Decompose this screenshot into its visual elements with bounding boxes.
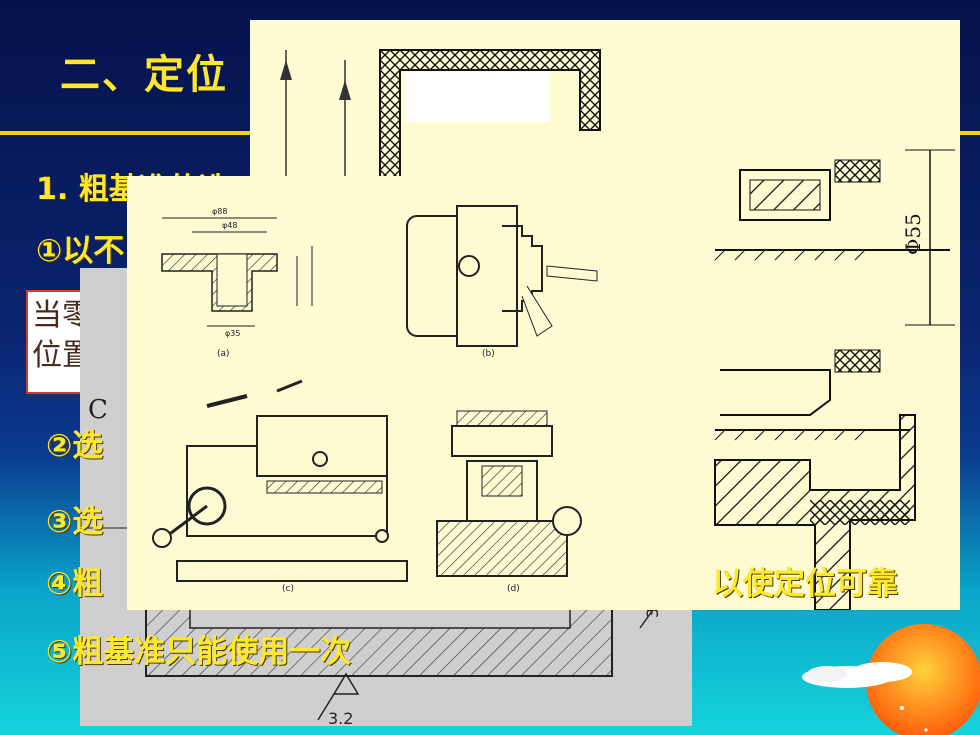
dim-mid: φ48 (222, 221, 237, 230)
point-5-text: ⑤粗基准只能使用一次 (46, 634, 352, 670)
point-4-text: ④粗 (46, 566, 104, 602)
point-1a-text: ①以不 (36, 233, 125, 269)
dimension-phi55: Φ55 (901, 213, 925, 255)
caption-c: (c) (282, 584, 294, 594)
roughness-side: 3 (643, 608, 662, 618)
dim-bot: φ35 (225, 329, 240, 338)
sun-decoration (862, 612, 980, 735)
drawing-panel-front: φ88 φ48 φ35 (a) (b) (c) (d) (127, 176, 713, 610)
dim-top: φ88 (212, 207, 227, 216)
cloud-decoration (802, 660, 922, 690)
caption-a: (a) (217, 349, 230, 359)
point-2-text: ②选 (46, 428, 104, 464)
caption-d: (d) (507, 584, 520, 594)
roughness-bottom: 3.2 (328, 709, 353, 726)
caption-b: (b) (482, 349, 495, 359)
gray-c-label: C (88, 395, 108, 425)
point-4-tail: 以使定位可靠 (712, 566, 898, 602)
point-3-text: ③选 (46, 504, 104, 540)
slide-title: 二、定位 (60, 52, 228, 98)
